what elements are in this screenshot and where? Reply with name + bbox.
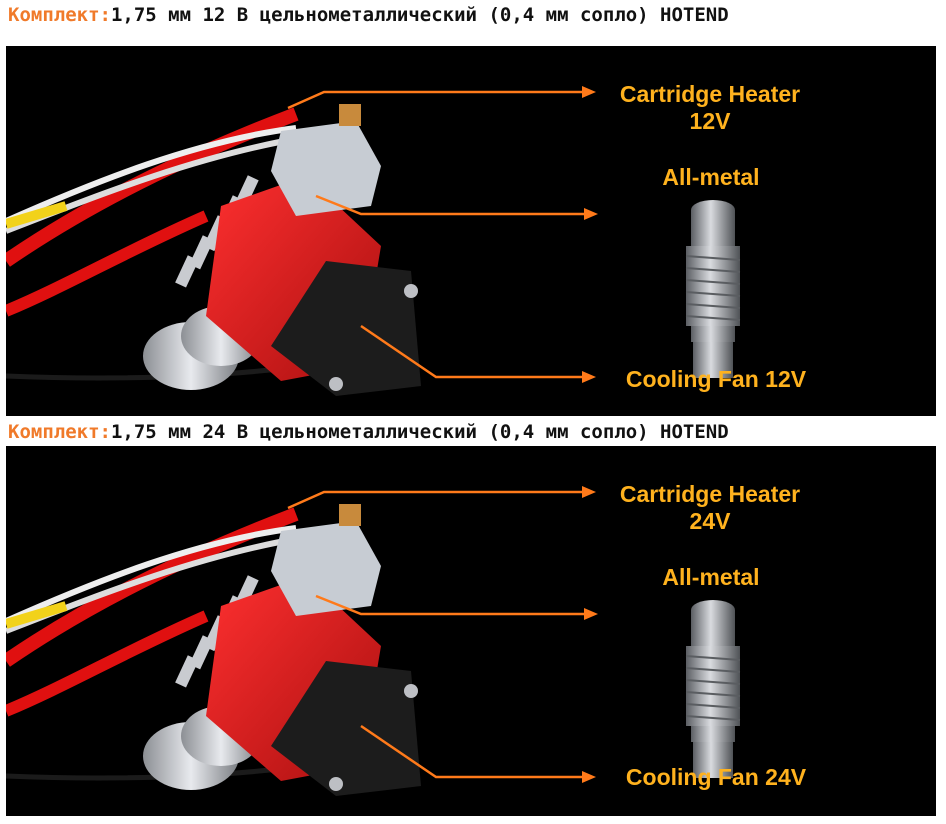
product-image-panel: Cartridge Heater 24V All-metal Cooling F… (6, 446, 936, 816)
cooling-fan-label: Cooling Fan 24V (625, 764, 807, 790)
cartridge-heater-title: Cartridge Heater (619, 81, 801, 107)
cartridge-heater-title: Cartridge Heater (619, 481, 801, 507)
heading-text: 1,75 мм 12 В цельнометаллический (0,4 мм… (110, 4, 729, 26)
all-metal-label: All-metal (662, 564, 760, 590)
product-image-panel: Cartridge Heater 12V All-metal Cooling F… (6, 46, 936, 416)
heading-prefix: Комплект: (8, 421, 111, 443)
cartridge-heater-label: Cartridge Heater 12V (600, 81, 820, 135)
section-heading: Комплект:1,75 мм 24 В цельнометаллически… (8, 417, 938, 447)
hotend-illustration (6, 486, 741, 796)
all-metal-label: All-metal (662, 164, 760, 190)
arrow-icon (287, 490, 586, 779)
heatbreak-illustration (685, 600, 741, 778)
hotend-illustration (6, 86, 741, 396)
cartridge-heater-voltage: 24V (689, 508, 731, 534)
cooling-fan-label: Cooling Fan 12V (625, 366, 807, 392)
section-heading: Комплект:1,75 мм 12 В цельнометаллически… (8, 0, 938, 30)
heading-prefix: Комплект: (8, 4, 111, 26)
cartridge-heater-voltage: 12V (689, 108, 731, 134)
heading-text: 1,75 мм 24 В цельнометаллический (0,4 мм… (110, 421, 729, 443)
page-bottom-edge (0, 816, 946, 824)
cartridge-heater-label: Cartridge Heater 24V (600, 481, 820, 535)
arrow-icon (287, 90, 586, 379)
heatbreak-illustration (685, 200, 741, 378)
